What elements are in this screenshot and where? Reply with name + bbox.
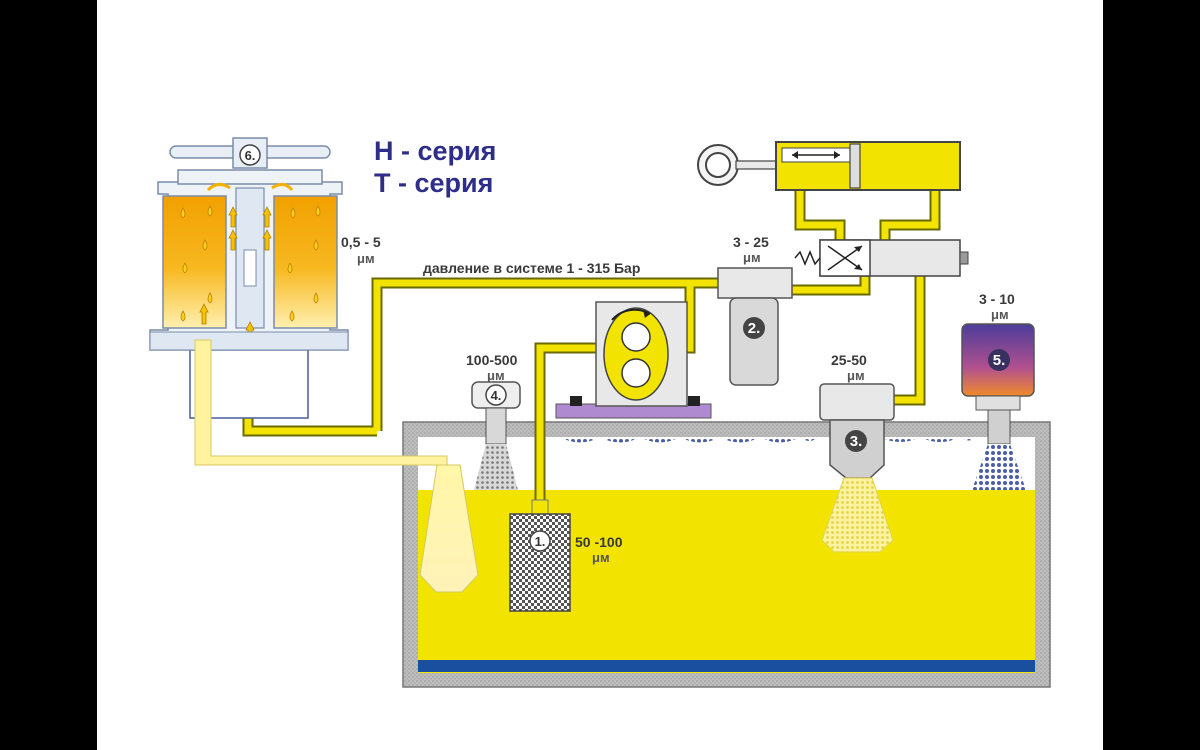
tank — [402, 421, 1051, 688]
filter-4-rating: 100-500 — [466, 352, 518, 368]
breather-4 — [471, 381, 521, 490]
directional-valve — [794, 239, 969, 277]
filter-3-unit: μм — [847, 368, 865, 383]
badge-3 — [845, 430, 867, 452]
filter-3-rating: 25-50 — [831, 352, 867, 368]
system-pressure-label: давление в системе 1 - 315 Бар — [423, 260, 640, 276]
filter-element-left — [162, 195, 227, 329]
series-h-label: H - серия — [374, 136, 496, 166]
filter-element-right — [273, 195, 338, 329]
filter-4-unit: μм — [487, 368, 505, 383]
tank-bottom-water-layer — [418, 660, 1035, 672]
badge-6 — [239, 144, 261, 166]
filter-6-rating: 0,5 - 5 — [341, 234, 381, 250]
badge-1 — [529, 530, 551, 552]
hydraulic-cylinder — [697, 141, 961, 191]
filter-5-unit: μм — [991, 307, 1009, 322]
badge-5-text: 5. — [993, 352, 1006, 369]
filter-1-unit: μм — [592, 550, 610, 565]
badge-1-text: 1. — [535, 534, 546, 549]
series-t-label: T - серия — [374, 168, 493, 198]
filter-5-rating: 3 - 10 — [979, 291, 1015, 307]
suction-filter-1 — [509, 499, 571, 612]
filter-2-unit: μм — [743, 250, 761, 265]
spring-icon — [794, 250, 821, 266]
badge-4 — [485, 384, 507, 406]
badge-3-text: 3. — [850, 433, 863, 450]
badge-2 — [743, 317, 765, 339]
pressure-filter-2 — [717, 267, 793, 386]
filter-5 — [961, 323, 1035, 490]
filter-6-unit: μм — [357, 251, 375, 266]
badge-5 — [988, 349, 1010, 371]
gear-pump — [555, 301, 712, 419]
oil-drops — [180, 205, 321, 322]
badge-4-text: 4. — [491, 388, 502, 403]
bypass-filter-6 — [149, 137, 479, 593]
return-filter-3 — [819, 383, 895, 553]
badge-6-text: 6. — [245, 148, 256, 163]
badge-2-text: 2. — [748, 320, 761, 337]
air-bubbles — [560, 437, 818, 443]
filter-1-rating: 50 -100 — [575, 534, 623, 550]
filter-2-rating: 3 - 25 — [733, 234, 769, 250]
